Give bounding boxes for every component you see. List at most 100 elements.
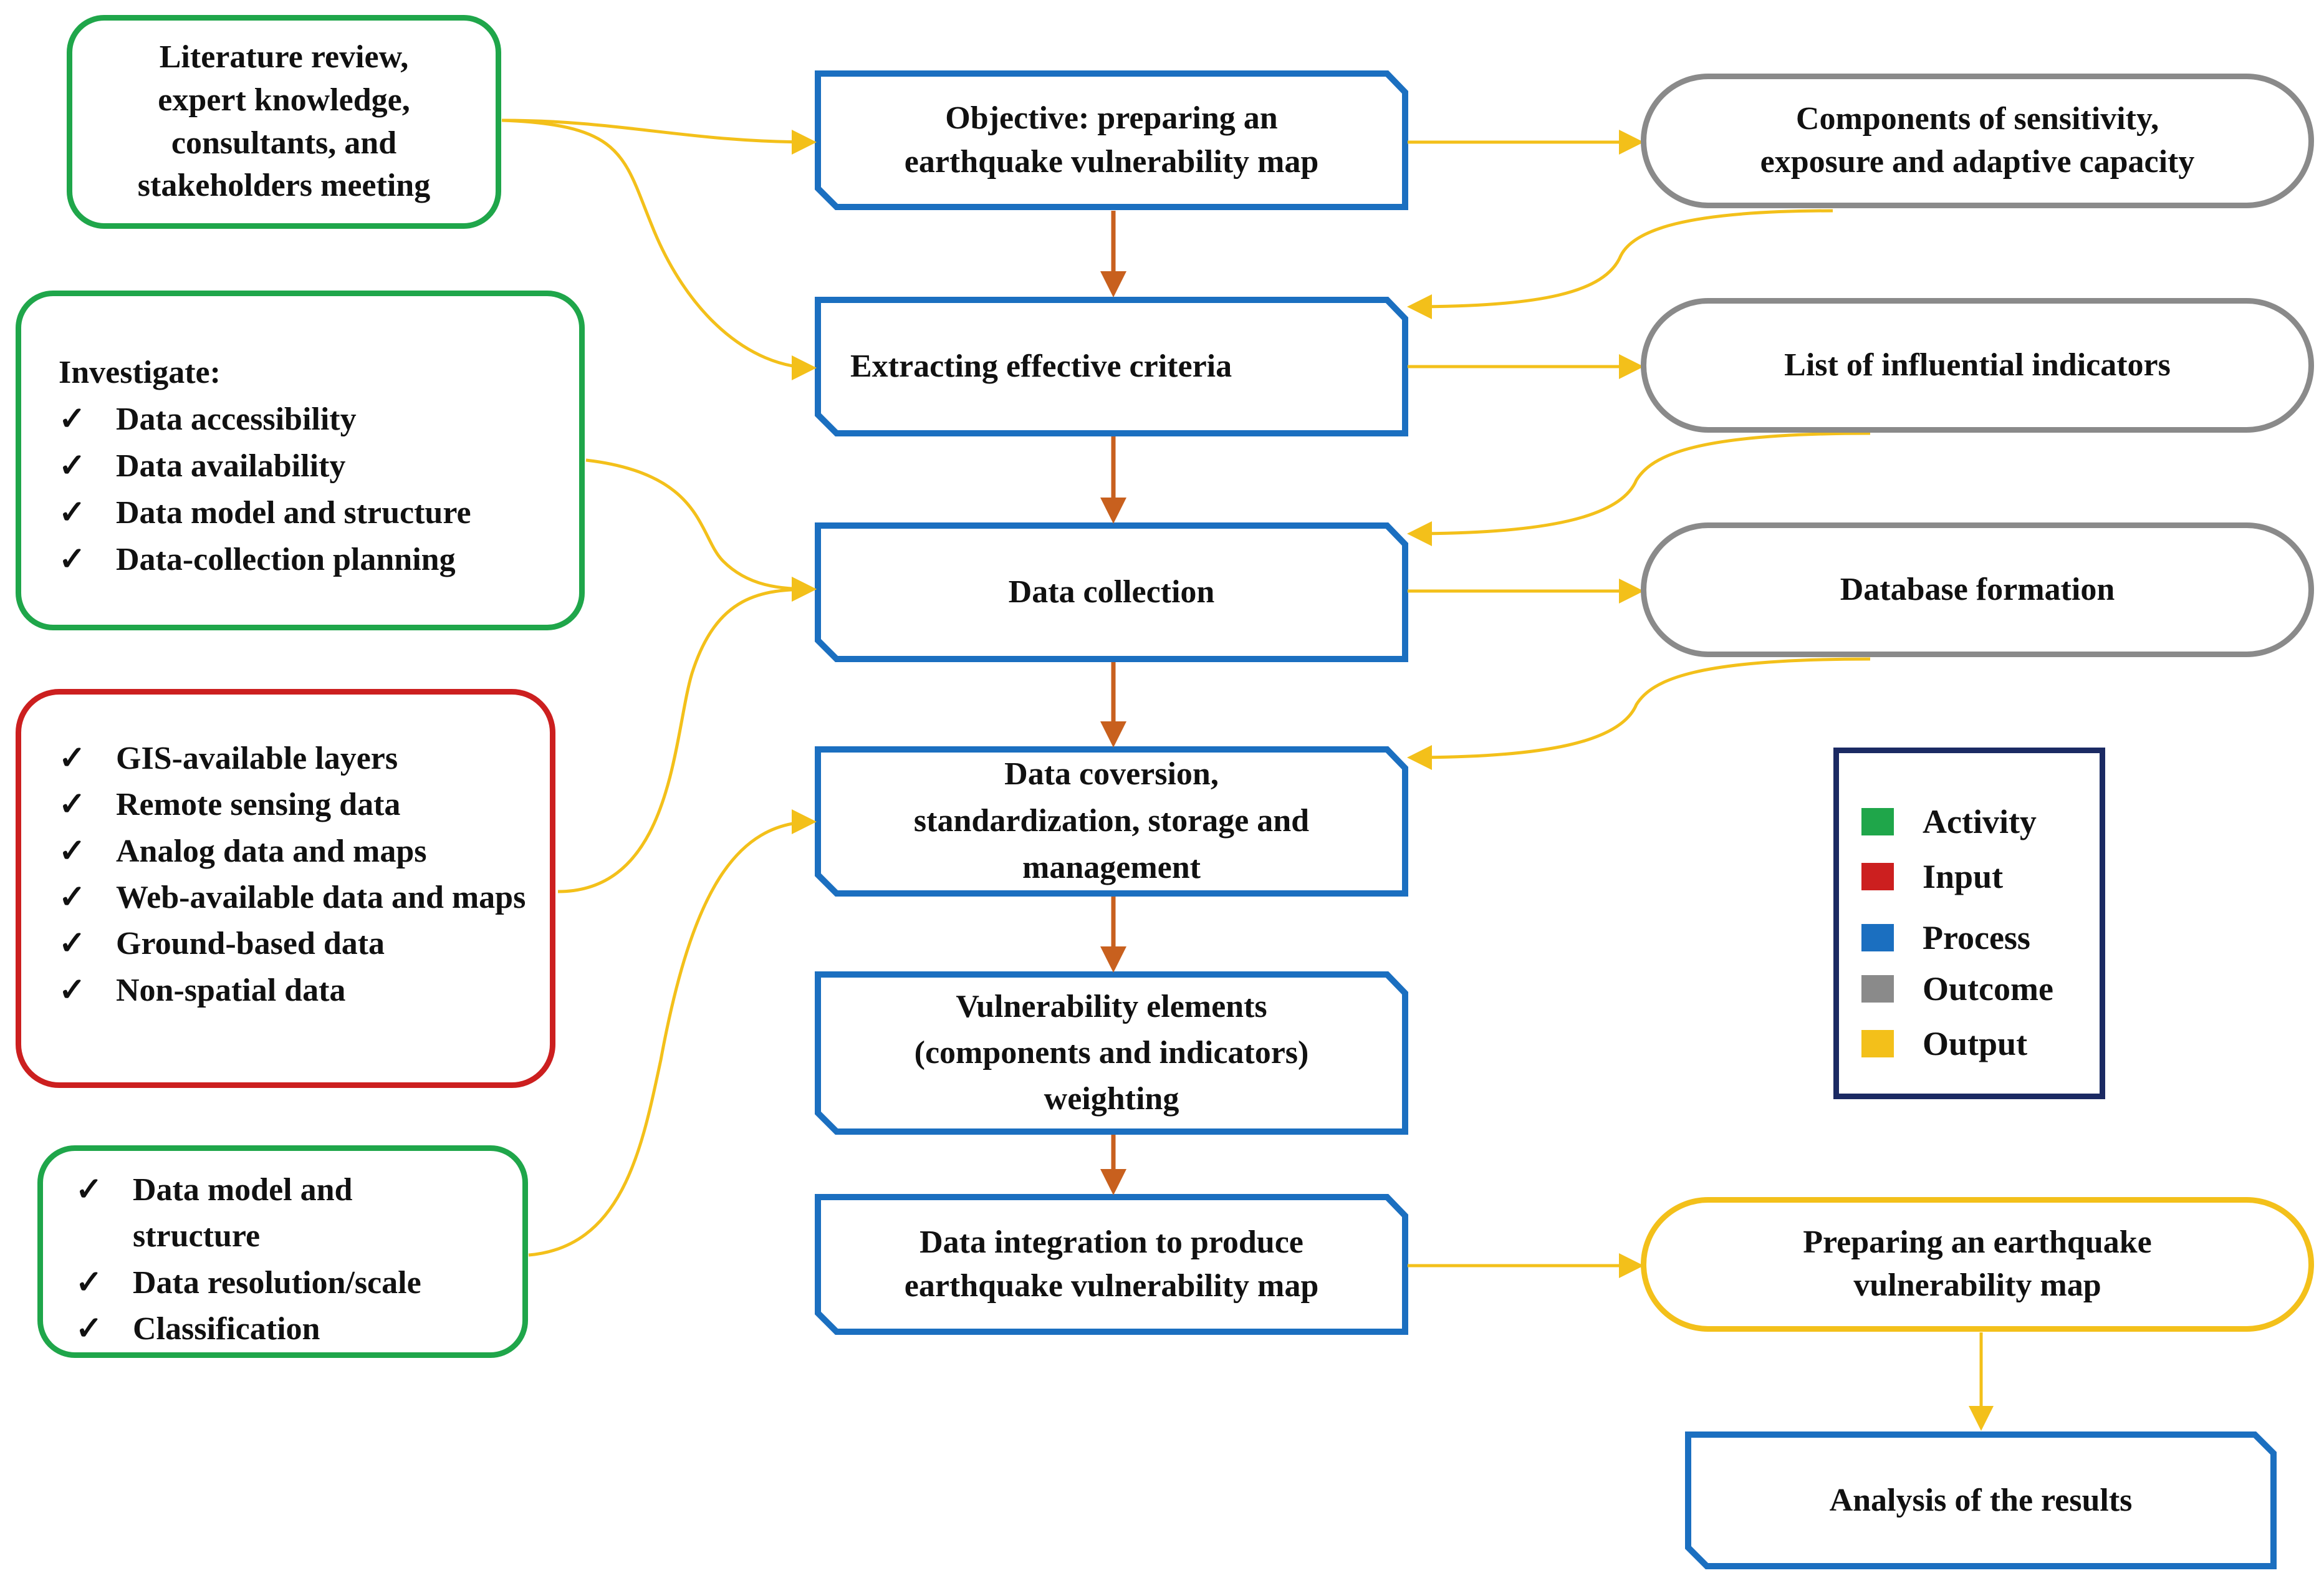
process-analysis: Analysis of the results <box>1688 1435 2274 1566</box>
check-icon: ✓ <box>59 972 86 1008</box>
process-objective-shape <box>815 70 1408 210</box>
activity-literature-text: Literature review, expert knowledge, con… <box>138 36 430 208</box>
sources-checklist: ✓GIS-available layers ✓Remote sensing da… <box>59 736 545 1014</box>
process-collection-shape <box>815 522 1408 662</box>
text-line: Database formation <box>1840 571 2115 607</box>
link-indicators-collection <box>1407 431 1871 546</box>
legend: Activity Input Process Outcome Output <box>1833 748 2105 1099</box>
checklist-item: ✓ Data accessibility <box>59 397 471 443</box>
check-icon: ✓ <box>75 1311 103 1347</box>
activity-model-box: ✓Data model and structure ✓ Data resoluti… <box>37 1145 528 1358</box>
process-integration-shape <box>815 1194 1408 1335</box>
output-map: Preparing an earthquake vulnerability map <box>1641 1197 2314 1332</box>
text-line: vulnerability map <box>1853 1268 2101 1303</box>
legend-label: Input <box>1923 858 2004 895</box>
checklist-item-label: Data resolution/scale <box>133 1264 421 1301</box>
process-conversion-shape <box>815 746 1408 897</box>
process-weighting-shape <box>815 971 1408 1135</box>
check-icon: ✓ <box>59 401 86 437</box>
check-icon: ✓ <box>59 833 86 869</box>
checklist-item: ✓Web-available data and maps <box>59 875 545 921</box>
text-line: Analysis of the results <box>1829 1482 2133 1518</box>
text-line: exposure and adaptive capacity <box>1760 144 2195 180</box>
legend-label: Output <box>1923 1025 2028 1062</box>
checklist-item-label: Classification <box>133 1311 320 1347</box>
process-criteria: Extracting effective criteria <box>818 300 1405 433</box>
link-database-conversion <box>1407 657 1871 770</box>
investigate-title: Investigate: <box>59 355 221 390</box>
link-components-criteria <box>1407 209 1833 319</box>
process-conversion: Data coversion, standardization, storage … <box>818 749 1405 893</box>
model-checklist: ✓Data model and structure ✓ Data resoluti… <box>75 1167 462 1352</box>
text-line: earthquake vulnerability map <box>904 144 1319 180</box>
process-weighting: Vulnerability elements(components and in… <box>818 974 1405 1132</box>
check-icon: ✓ <box>59 926 86 962</box>
checklist-item: ✓Data model and structure <box>75 1167 462 1260</box>
checklist-item-label: Remote sensing data <box>116 787 401 823</box>
text-line: Vulnerability elements <box>956 989 1267 1025</box>
legend-label: Activity <box>1923 803 2037 840</box>
checklist-item: ✓ Data availability <box>59 443 471 490</box>
text-line: Data collection <box>1008 574 1215 610</box>
check-icon: ✓ <box>59 448 86 484</box>
text-line: Components of sensitivity, <box>1795 101 2159 137</box>
check-icon: ✓ <box>59 541 86 577</box>
text-line: Preparing an earthquake <box>1803 1225 2152 1261</box>
text-line: expert knowledge, <box>158 82 410 118</box>
checklist-item: ✓Data-collection planning <box>59 537 471 584</box>
text-line: List of influential indicators <box>1784 347 2171 383</box>
check-icon: ✓ <box>59 494 86 531</box>
link-literature-objective <box>501 118 817 155</box>
check-icon: ✓ <box>75 1172 103 1208</box>
process-analysis-shape <box>1685 1431 2277 1569</box>
checklist-item-label: Data availability <box>116 448 346 484</box>
check-icon: ✓ <box>75 1264 103 1301</box>
input-sources-box: ✓GIS-available layers ✓Remote sensing da… <box>16 689 555 1088</box>
text-line: Objective: preparing an <box>945 100 1278 137</box>
checklist-item: ✓ Classification <box>75 1306 462 1352</box>
process-objective: Objective: preparing an earthquake vulner… <box>818 74 1405 207</box>
checklist-item: ✓ Non-spatial data <box>59 968 545 1014</box>
process-collection: Data collection <box>818 526 1405 659</box>
outcome-components: Components of sensitivity, exposure and a… <box>1641 74 2314 208</box>
legend-item-input: Input <box>1861 857 2003 897</box>
checklist-item: ✓ Analog data and maps <box>59 829 545 875</box>
legend-item-output: Output <box>1861 1024 2027 1064</box>
legend-item-activity: Activity <box>1861 802 2037 842</box>
text-line: weighting <box>1044 1080 1179 1117</box>
legend-label: Process <box>1923 919 2030 956</box>
checklist-item-label: GIS-available layers <box>116 741 398 776</box>
investigate-checklist: ✓ Data accessibility ✓ Data availability ✓… <box>59 397 471 584</box>
text-line: consultants, and <box>171 125 397 161</box>
text-line: management <box>1022 849 1201 885</box>
text-line: standardization, storage and <box>913 803 1310 839</box>
checklist-item-label: Analog data and maps <box>116 833 427 869</box>
outcome-database: Database formation <box>1641 522 2314 657</box>
legend-label: Outcome <box>1923 970 2053 1008</box>
legend-swatch <box>1861 1030 1894 1057</box>
text-line: Extracting effective criteria <box>850 349 1232 385</box>
outcome-indicators: List of influential indicators <box>1641 298 2314 433</box>
check-icon: ✓ <box>59 787 86 823</box>
link-investigate-collection <box>585 458 817 602</box>
link-model-conversion <box>528 809 817 1257</box>
checklist-item: ✓Data model and structure <box>59 490 471 537</box>
activity-literature-box: Literature review, expert knowledge, con… <box>67 15 501 229</box>
link-literature-criteria <box>501 118 817 380</box>
text-line: Data coversion, <box>1004 756 1219 792</box>
legend-swatch <box>1861 975 1894 1003</box>
activity-investigate-box: Investigate: ✓ Data accessibility ✓ Data a… <box>16 291 585 630</box>
legend-item-process: Process <box>1861 918 2030 958</box>
legend-swatch <box>1861 863 1894 890</box>
text-line: Literature review, <box>159 39 409 75</box>
text-line: stakeholders meeting <box>137 168 431 204</box>
checklist-item-label: Web-available data and maps <box>116 880 526 916</box>
checklist-item-label: Ground-based data <box>116 926 385 962</box>
checklist-item: ✓GIS-available layers <box>59 736 545 782</box>
checklist-item-label: Non-spatial data <box>116 972 346 1008</box>
text-line: Data integration to produce <box>920 1225 1304 1261</box>
checklist-item: ✓ Remote sensing data <box>59 782 545 828</box>
checklist-item-label: Data accessibility <box>116 401 357 437</box>
